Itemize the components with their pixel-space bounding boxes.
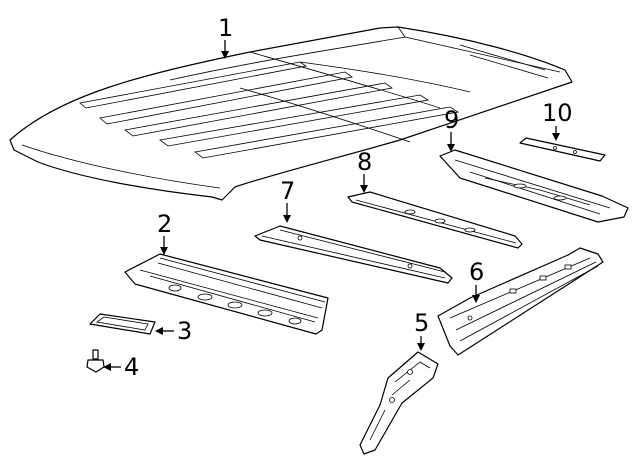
callout-label-9: 9 bbox=[444, 106, 459, 134]
part-10-strip bbox=[519, 137, 606, 162]
part-1-roof-panel bbox=[9, 26, 573, 201]
callout-label-1: 1 bbox=[218, 14, 233, 42]
callout-10: 10 bbox=[542, 99, 573, 141]
part-7-roof-bow bbox=[254, 225, 453, 284]
callout-8: 8 bbox=[357, 148, 372, 193]
part-8-roof-bow bbox=[347, 191, 523, 249]
callout-label-2: 2 bbox=[157, 210, 172, 238]
callout-9: 9 bbox=[444, 106, 459, 152]
part-9-rear-header bbox=[439, 149, 629, 223]
callout-4: 4 bbox=[103, 353, 139, 381]
callout-7: 7 bbox=[280, 177, 295, 223]
callout-5: 5 bbox=[414, 309, 429, 351]
part-3-bracket-plate bbox=[89, 313, 156, 335]
part-5-pillar-reinforcement bbox=[359, 351, 439, 455]
callout-6: 6 bbox=[469, 258, 484, 303]
part-6-side-rail bbox=[437, 247, 604, 356]
callout-1: 1 bbox=[218, 14, 233, 59]
callout-label-7: 7 bbox=[280, 177, 295, 205]
callout-label-3: 3 bbox=[177, 317, 192, 345]
callout-3: 3 bbox=[155, 317, 192, 345]
callout-label-6: 6 bbox=[469, 258, 484, 286]
callout-2: 2 bbox=[157, 210, 172, 255]
callout-label-8: 8 bbox=[357, 148, 372, 176]
part-2-front-header bbox=[124, 253, 329, 335]
part-4-bolt bbox=[86, 349, 105, 373]
callout-label-5: 5 bbox=[414, 309, 429, 337]
callout-label-10: 10 bbox=[542, 99, 573, 127]
callout-label-4: 4 bbox=[124, 353, 139, 381]
